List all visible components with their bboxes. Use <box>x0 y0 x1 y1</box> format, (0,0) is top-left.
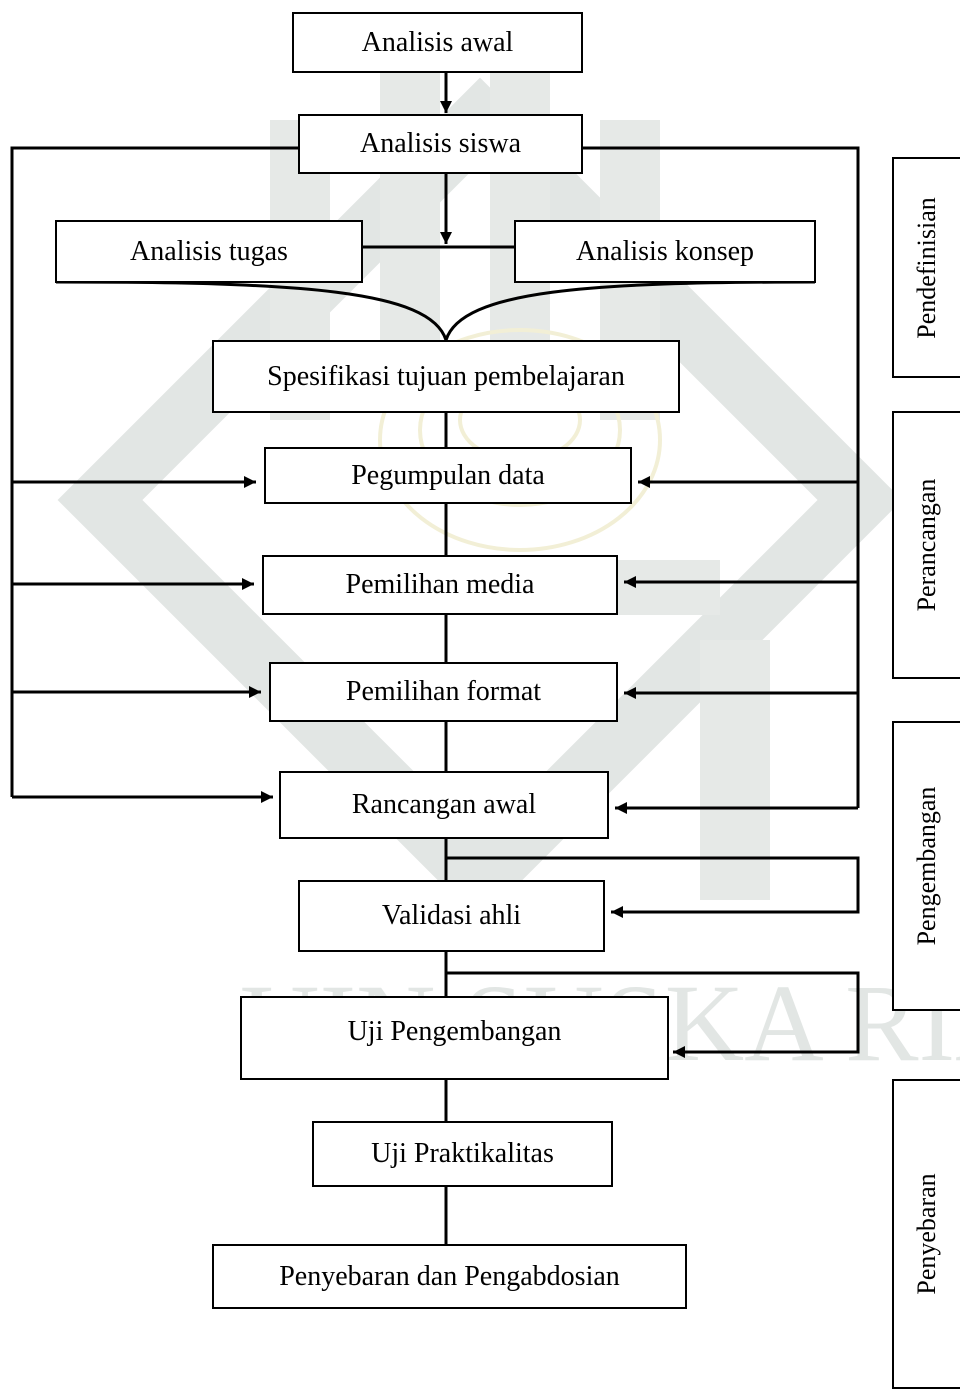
step-label: Rancangan awal <box>351 789 537 820</box>
step-label: Analisis tugas <box>130 235 288 267</box>
step-uji-pengembangan: Uji Pengembangan <box>240 996 669 1080</box>
phase-pendefinisian: Pendefinisian <box>892 157 960 378</box>
step-label: Penyebaran dan Pengabdosian <box>279 1260 620 1292</box>
step-label: Analisis awal <box>361 26 514 58</box>
step-spesifikasi: Spesifikasi tujuan pembelajaran <box>212 340 680 413</box>
step-label: Analisis siswa <box>360 128 521 159</box>
phase-label: Penyebaran <box>912 1173 941 1295</box>
brace-curve-right <box>444 280 816 341</box>
step-label: Validasi ahli <box>381 900 522 931</box>
phase-label: Pendefinisian <box>912 196 941 339</box>
step-pemilihan-media: Pemilihan media <box>262 555 618 615</box>
loop-right <box>583 146 860 808</box>
step-label: Pemilihan format <box>345 676 542 707</box>
step-validasi-ahli: Validasi ahli <box>298 880 605 952</box>
loop-left <box>10 146 298 797</box>
loop-uji <box>446 971 860 1058</box>
phase-penyebaran: Penyebaran <box>892 1079 960 1389</box>
step-analisis-awal: Analisis awal <box>292 12 583 73</box>
step-label: Spesifikasi tujuan pembelajaran <box>267 360 625 392</box>
phase-perancangan: Perancangan <box>892 411 960 679</box>
step-analisis-siswa: Analisis siswa <box>298 114 583 174</box>
step-label: Uji Praktikalitas <box>371 1138 554 1169</box>
step-analisis-konsep: Analisis konsep <box>514 220 816 283</box>
phase-label: Perancangan <box>912 478 941 612</box>
phase-label: Pengembangan <box>912 786 941 946</box>
step-label: Pemilihan media <box>345 569 535 600</box>
brace-curve-left <box>55 280 448 341</box>
step-uji-praktikalitas: Uji Praktikalitas <box>312 1121 613 1187</box>
step-label: Pegumpulan data <box>351 459 545 491</box>
step-label: Uji Pengembangan <box>347 1016 562 1047</box>
step-analisis-tugas: Analisis tugas <box>55 220 363 283</box>
phase-pengembangan: Pengembangan <box>892 721 960 1011</box>
step-rancangan-awal: Rancangan awal <box>279 771 609 839</box>
step-penyebaran: Penyebaran dan Pengabdosian <box>212 1244 687 1309</box>
step-label: Analisis konsep <box>575 235 755 267</box>
step-pegumpulan-data: Pegumpulan data <box>264 447 632 504</box>
step-pemilihan-format: Pemilihan format <box>269 662 618 722</box>
loop-validasi <box>446 856 860 918</box>
